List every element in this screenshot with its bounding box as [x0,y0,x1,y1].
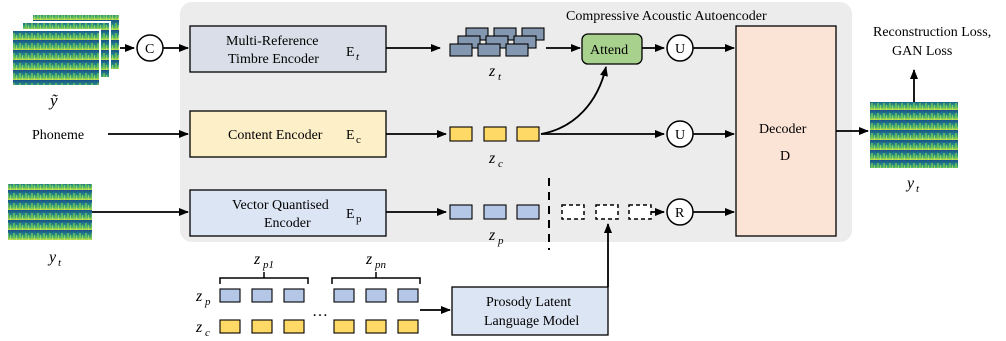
prosody-language-model [451,286,609,336]
predicted-prosody-tokens [561,204,652,220]
vq-encoder-line2: Encoder [264,216,311,231]
timbre-encoder [189,25,387,73]
vq-encoder-sub: p [356,213,362,225]
phoneme-label: Phoneme [32,128,84,143]
vq-encoder [189,189,387,237]
reference-spectrograms [11,13,121,87]
concat-label: C [145,42,154,57]
zp-row-sub: p [204,296,211,308]
decoder-line2: D [780,149,790,164]
zp1-label: z [253,251,261,268]
decoder-line1: Decoder [759,122,807,137]
replace-label: R [675,206,685,221]
target-input-sub: t [58,257,62,269]
timbre-encoder-symbol: E [346,45,355,60]
zp-sub: p [497,235,504,247]
zpn-sub: pn [374,259,387,271]
content-to-attend-arrow [540,66,608,135]
reference-label: ỹ [48,91,58,110]
zt-sub: t [498,71,502,83]
loss-line2: GAN Loss [892,44,952,59]
timbre-encoder-line2: Timbre Encoder [228,52,319,67]
decoder-box [735,25,837,237]
content-encoder-line1: Content Encoder [228,128,323,143]
target-input-label: y [47,249,57,266]
upsample-label-mid: U [675,128,685,143]
zp-label: z [488,227,496,244]
content-token-sequence [219,319,419,334]
zpn-brace [331,272,421,284]
zc-row-label: z [195,319,203,336]
attend-box [581,33,643,65]
sequence-ellipsis: … [312,303,328,320]
attend-label: Attend [590,43,628,58]
lm-line2: Language Model [484,314,579,329]
prosody-tokens [449,204,540,220]
upsample-label-top: U [675,42,685,57]
output-spectrogram [870,102,958,168]
zc-label: z [488,150,496,167]
loss-line1: Reconstruction Loss, [873,25,991,40]
output-label: y [905,175,915,192]
zp1-brace [219,272,309,284]
content-encoder [189,110,387,158]
prosody-token-sequence [219,288,419,303]
vq-encoder-line1: Vector Quantised [232,198,329,213]
target-spectrogram-input [8,184,92,240]
content-tokens [449,126,540,142]
zpn-label: z [365,251,373,268]
zp1-sub: p1 [262,259,274,271]
content-encoder-sub: c [356,134,361,146]
lm-line1: Prosody Latent [486,295,571,310]
timbre-tokens [449,27,545,57]
vq-encoder-symbol: E [346,207,355,222]
timbre-encoder-sub: t [356,51,360,63]
content-encoder-symbol: E [346,128,355,143]
zp-row-label: z [195,288,203,305]
zc-sub: c [498,158,503,170]
zt-label: z [488,63,496,80]
zc-row-sub: c [205,327,210,339]
timbre-encoder-line1: Multi-Reference [226,34,319,49]
panel-title: Compressive Acoustic Autoencoder [566,9,767,24]
output-sub: t [916,183,920,195]
